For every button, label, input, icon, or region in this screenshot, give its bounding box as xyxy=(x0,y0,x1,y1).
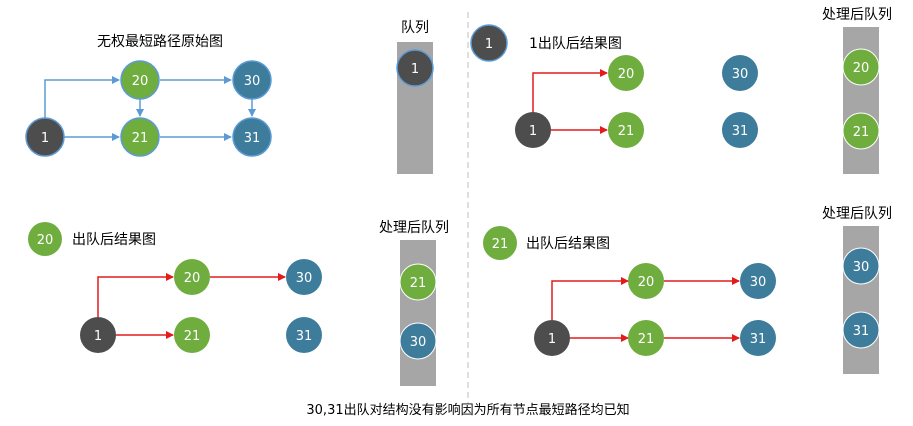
node-20: 20 xyxy=(608,55,644,91)
queue-item-21: 21 xyxy=(399,263,437,301)
node-label: 30 xyxy=(410,335,427,350)
queue-item-30: 30 xyxy=(399,322,437,360)
queue-title: 队列 xyxy=(401,20,429,36)
node-31: 31 xyxy=(286,317,322,353)
node-label: 31 xyxy=(296,329,313,344)
node-1: 1 xyxy=(534,320,570,356)
panel-after-1: 1 1出队后结果图 1 20 21 30 31 xyxy=(470,24,758,148)
panel-after-20: 20 出队后结果图 1 20 21 30 31 xyxy=(28,222,322,353)
node-label: 20 xyxy=(853,61,870,76)
queue-after-1: 处理后队列 20 21 xyxy=(822,7,892,174)
node-20: 20 xyxy=(120,60,160,100)
queue-title: 处理后队列 xyxy=(822,206,892,222)
queue-after-21: 处理后队列 30 31 xyxy=(822,206,892,374)
node-label: 1 xyxy=(411,62,419,77)
node-label: 21 xyxy=(618,124,635,139)
node-21: 21 xyxy=(120,117,160,157)
badge-node-21: 21 xyxy=(483,226,517,260)
node-label: 30 xyxy=(732,67,749,82)
queue-item-20: 20 xyxy=(842,48,880,86)
node-label: 30 xyxy=(244,74,261,89)
node-label: 20 xyxy=(37,233,54,248)
queue-initial: 队列 1 xyxy=(396,20,434,174)
edge-1-20 xyxy=(44,76,120,118)
node-label: 1 xyxy=(529,124,537,139)
node-30: 30 xyxy=(286,259,322,295)
node-label: 1 xyxy=(548,332,556,347)
node-label: 21 xyxy=(132,131,149,146)
node-label: 21 xyxy=(638,332,655,347)
node-30: 30 xyxy=(722,55,758,91)
node-label: 1 xyxy=(485,37,493,52)
node-30: 30 xyxy=(740,263,776,299)
queue-item-31: 31 xyxy=(842,311,880,349)
node-label: 20 xyxy=(618,67,635,82)
panel-original-graph: 无权最短路径原始图 1 20 21 30 31 xyxy=(25,34,272,157)
edge-1-20 xyxy=(532,69,608,113)
node-1: 1 xyxy=(25,117,65,157)
queue-item-21: 21 xyxy=(842,112,880,150)
node-21: 21 xyxy=(174,317,210,353)
node-20: 20 xyxy=(174,259,210,295)
node-label: 21 xyxy=(492,237,509,252)
node-label: 21 xyxy=(184,329,201,344)
queue-title: 处理后队列 xyxy=(822,7,892,23)
node-21: 21 xyxy=(628,320,664,356)
node-20: 20 xyxy=(628,263,664,299)
node-31: 31 xyxy=(232,117,272,157)
node-label: 31 xyxy=(750,332,767,347)
edge-1-20 xyxy=(97,273,174,317)
node-21: 21 xyxy=(608,112,644,148)
node-label: 1 xyxy=(41,131,49,146)
queue-item-1: 1 xyxy=(396,49,434,87)
node-label: 31 xyxy=(244,131,261,146)
node-31: 31 xyxy=(722,112,758,148)
panel-title-after-1: 1出队后结果图 xyxy=(529,36,622,52)
panel-title-after-21: 出队后结果图 xyxy=(526,236,610,252)
node-1: 1 xyxy=(80,317,116,353)
queue-after-20: 处理后队列 21 30 xyxy=(379,220,449,386)
node-30: 30 xyxy=(232,60,272,100)
panel-title-original: 无权最短路径原始图 xyxy=(97,34,223,50)
badge-node-1: 1 xyxy=(470,24,508,62)
node-label: 31 xyxy=(732,124,749,139)
queue-item-30: 30 xyxy=(842,247,880,285)
queue-box xyxy=(400,240,436,386)
queue-title: 处理后队列 xyxy=(379,220,449,236)
node-label: 30 xyxy=(750,275,767,290)
node-label: 30 xyxy=(853,260,870,275)
panel-after-21: 21 出队后结果图 1 20 21 30 31 xyxy=(483,226,776,356)
node-label: 20 xyxy=(638,275,655,290)
node-label: 31 xyxy=(853,324,870,339)
node-label: 20 xyxy=(132,74,149,89)
badge-node-20: 20 xyxy=(28,222,62,256)
footer-caption: 30,31出队对结构没有影响因为所有节点最短路径均已知 xyxy=(306,402,629,418)
node-label: 21 xyxy=(853,125,870,140)
node-label: 1 xyxy=(94,329,102,344)
panel-title-after-20: 出队后结果图 xyxy=(72,232,156,248)
edge-1-20 xyxy=(551,277,629,320)
node-31: 31 xyxy=(740,320,776,356)
node-1: 1 xyxy=(515,112,551,148)
node-label: 20 xyxy=(184,271,201,286)
node-label: 21 xyxy=(410,276,427,291)
node-label: 30 xyxy=(296,271,313,286)
